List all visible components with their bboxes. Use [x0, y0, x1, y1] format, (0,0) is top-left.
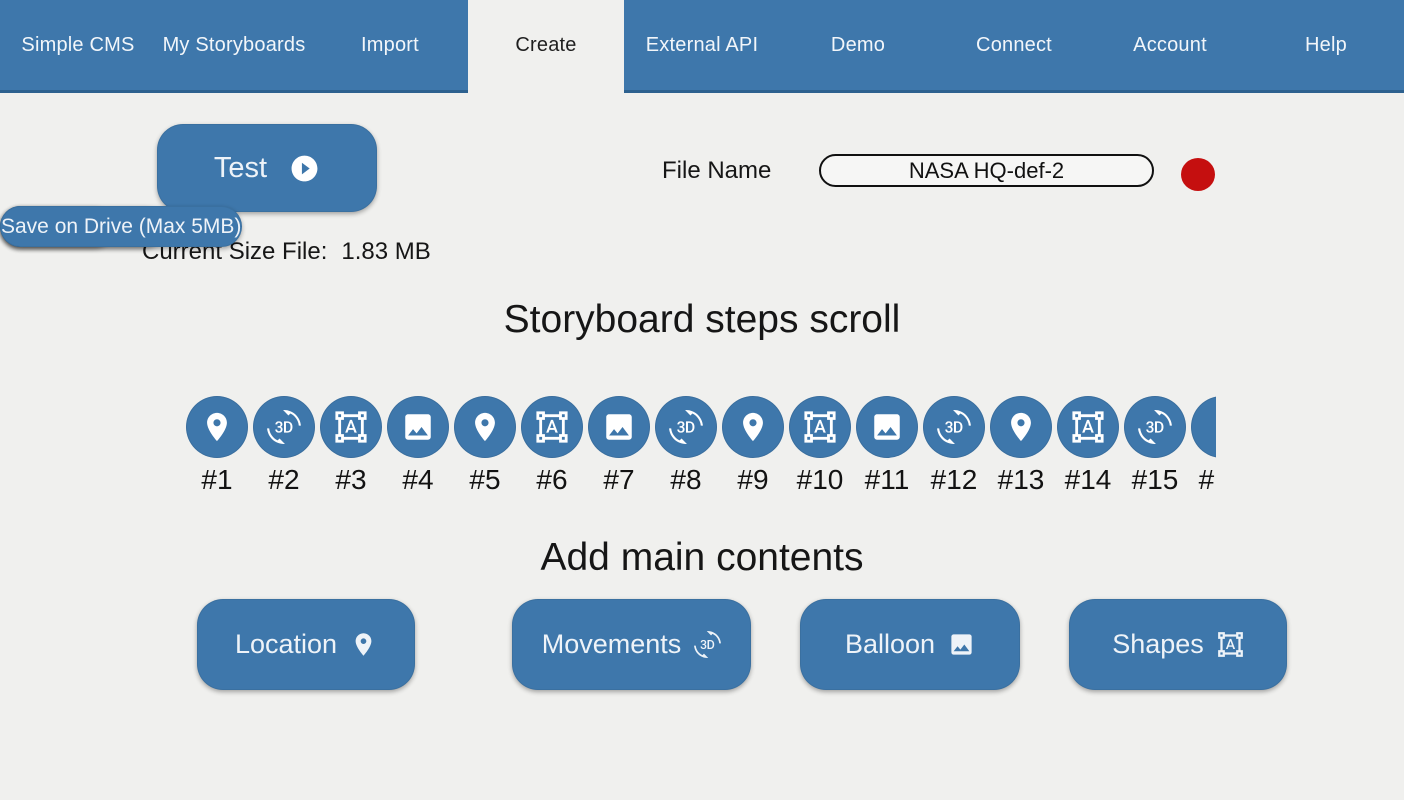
nav-item-help[interactable]: Help: [1248, 0, 1404, 93]
place-icon: [1004, 410, 1038, 444]
step-circle[interactable]: [186, 396, 248, 458]
step-circle[interactable]: [521, 396, 583, 458]
rotation-3d-icon: [1138, 410, 1172, 444]
step-label: #2: [268, 464, 300, 495]
file-name-label: File Name: [662, 157, 772, 184]
save-on-drive-button[interactable]: Save on Drive (Max 5MB): [0, 206, 243, 247]
storyboard-step-9[interactable]: #9: [722, 396, 784, 498]
place-icon: [468, 410, 502, 444]
step-label: #7: [603, 464, 635, 495]
movements-button[interactable]: Movements: [512, 599, 751, 690]
step-circle[interactable]: [789, 396, 851, 458]
current-size-line: Current Size File: 1.83 MB: [142, 238, 431, 266]
storyboard-step-7[interactable]: #7: [588, 396, 650, 498]
step-circle[interactable]: [856, 396, 918, 458]
play-circle-icon: [289, 153, 320, 184]
step-label: #15: [1131, 464, 1179, 495]
step-label: #5: [469, 464, 501, 495]
step-circle[interactable]: [1191, 396, 1216, 458]
place-icon: [736, 410, 770, 444]
storyboard-step-3[interactable]: #3: [320, 396, 382, 498]
balloon-button-label: Balloon: [844, 629, 936, 659]
step-label: #4: [402, 464, 434, 495]
step-label: #1: [201, 464, 233, 495]
nav-item-demo[interactable]: Demo: [780, 0, 936, 93]
step-label: #9: [737, 464, 769, 495]
storyboard-steps-scroll[interactable]: #1 #2 #3 #4 #5 #6 #7 #8 #9 #10 #11 #12 #13 #14 #15 #16: [186, 396, 1216, 498]
storyboard-step-11[interactable]: #11: [856, 396, 918, 498]
image-icon: [401, 410, 435, 444]
step-label: #16: [1198, 464, 1216, 495]
step-circle[interactable]: [655, 396, 717, 458]
step-label: #10: [796, 464, 844, 495]
test-button-label: Test: [213, 151, 268, 184]
storyboard-step-8[interactable]: #8: [655, 396, 717, 498]
image-icon: [870, 410, 904, 444]
nav-item-simple-cms[interactable]: Simple CMS: [0, 0, 156, 93]
storyboard-step-5[interactable]: #5: [454, 396, 516, 498]
storyboard-step-12[interactable]: #12: [923, 396, 985, 498]
save-on-drive-label: Save on Drive (Max 5MB): [1, 214, 242, 238]
format-shapes-icon: [803, 410, 837, 444]
format-shapes-icon: [334, 410, 368, 444]
step-label: #8: [670, 464, 702, 495]
format-shapes-icon: [1071, 410, 1105, 444]
step-circle[interactable]: [588, 396, 650, 458]
rotation-3d-icon: [694, 631, 721, 658]
image-icon: [948, 631, 975, 658]
movements-button-label: Movements: [541, 629, 682, 659]
storyboard-step-16[interactable]: #16: [1191, 396, 1216, 498]
test-button[interactable]: Test: [157, 124, 377, 212]
current-size-value: 1.83 MB: [341, 238, 431, 265]
rotation-3d-icon: [669, 410, 703, 444]
nav-item-account[interactable]: Account: [1092, 0, 1248, 93]
nav-item-import[interactable]: Import: [312, 0, 468, 93]
step-circle[interactable]: [454, 396, 516, 458]
storyboard-step-13[interactable]: #13: [990, 396, 1052, 498]
step-label: #14: [1064, 464, 1112, 495]
image-icon: [602, 410, 636, 444]
add-main-contents-title: Add main contents: [540, 536, 864, 579]
storyboard-steps-title: Storyboard steps scroll: [503, 298, 901, 341]
format-shapes-icon: [1217, 631, 1244, 658]
place-icon: [200, 410, 234, 444]
step-label: #6: [536, 464, 568, 495]
nav-item-my-storyboards[interactable]: My Storyboards: [156, 0, 312, 93]
location-button[interactable]: Location: [197, 599, 415, 690]
step-label: #11: [864, 464, 910, 495]
storyboard-step-10[interactable]: #10: [789, 396, 851, 498]
step-circle[interactable]: [722, 396, 784, 458]
step-label: #3: [335, 464, 367, 495]
rotation-3d-icon: [937, 410, 971, 444]
rotation-3d-icon: [267, 410, 301, 444]
place-icon: [350, 631, 377, 658]
format-shapes-icon: [535, 410, 569, 444]
step-circle[interactable]: [253, 396, 315, 458]
storyboard-step-6[interactable]: #6: [521, 396, 583, 498]
step-label: #13: [997, 464, 1045, 495]
step-label: #12: [930, 464, 978, 495]
nav-item-connect[interactable]: Connect: [936, 0, 1092, 93]
storyboard-step-14[interactable]: #14: [1057, 396, 1119, 498]
storyboard-step-15[interactable]: #15: [1124, 396, 1186, 498]
shapes-button[interactable]: Shapes: [1069, 599, 1287, 690]
storyboard-step-1[interactable]: #1: [186, 396, 248, 498]
storyboard-step-4[interactable]: #4: [387, 396, 449, 498]
step-circle[interactable]: [387, 396, 449, 458]
location-button-label: Location: [234, 629, 338, 659]
step-circle[interactable]: [320, 396, 382, 458]
file-name-input[interactable]: [819, 154, 1154, 187]
shapes-button-label: Shapes: [1112, 629, 1204, 659]
step-circle[interactable]: [990, 396, 1052, 458]
step-circle[interactable]: [923, 396, 985, 458]
step-circle[interactable]: [1124, 396, 1186, 458]
record-indicator-dot: [1181, 158, 1215, 191]
balloon-button[interactable]: Balloon: [800, 599, 1020, 690]
nav-item-create[interactable]: Create: [468, 0, 624, 93]
step-circle[interactable]: [1057, 396, 1119, 458]
storyboard-step-2[interactable]: #2: [253, 396, 315, 498]
nav-item-external-api[interactable]: External API: [624, 0, 780, 93]
